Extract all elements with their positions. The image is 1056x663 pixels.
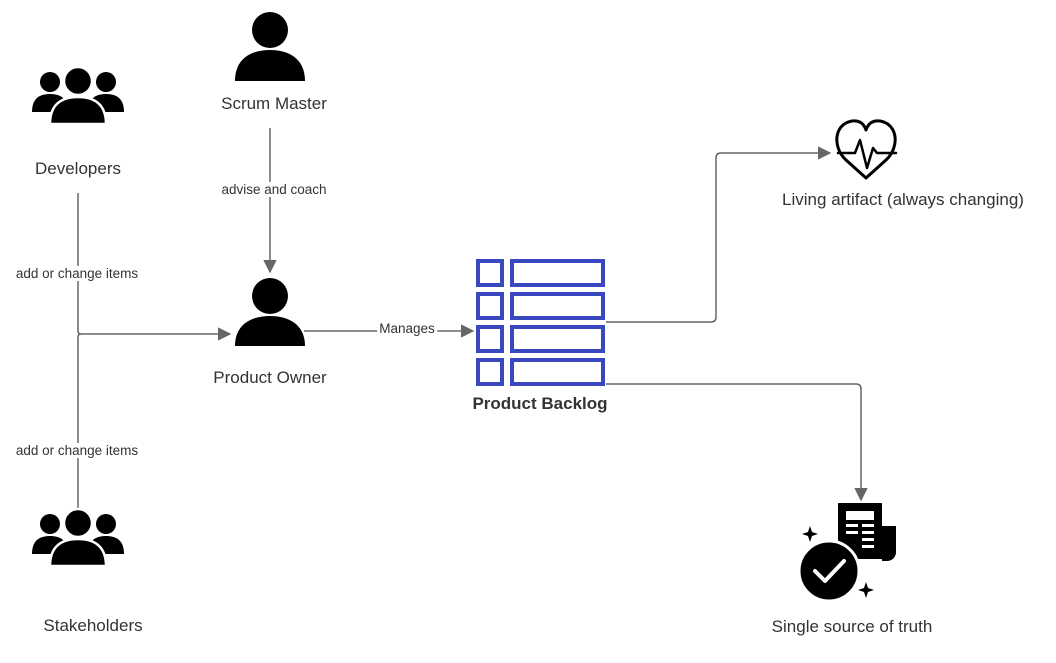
developers-label: Developers <box>35 159 121 178</box>
list-icon <box>476 259 605 386</box>
stakeholders-edge-label: add or change items <box>13 443 141 458</box>
advise-coach-edge-label: advise and coach <box>219 182 329 197</box>
single-source-label: Single source of truth <box>771 617 933 636</box>
person-icon <box>235 12 305 81</box>
scrum-master-label: Scrum Master <box>221 94 327 113</box>
manages-edge-label: Manages <box>377 321 437 336</box>
developers-edge-label: add or change items <box>13 266 141 281</box>
stakeholders-label: Stakeholders <box>43 616 143 635</box>
product-owner-label: Product Owner <box>213 368 327 387</box>
edge-backlog-to-single-source <box>606 383 868 502</box>
heart-pulse-icon <box>835 119 898 180</box>
product-backlog-label: Product Backlog <box>472 394 608 413</box>
document-check-icon <box>797 503 896 603</box>
people-group-icon <box>32 507 124 568</box>
people-group-icon <box>32 65 124 126</box>
connectors <box>77 128 868 508</box>
edge-backlog-to-living-artifact <box>606 146 832 323</box>
person-icon <box>235 278 305 346</box>
edge-stakeholders-to-product-owner <box>77 333 82 508</box>
living-artifact-label: Living artifact (always changing) <box>782 190 1024 209</box>
edge-developers-to-product-owner <box>77 193 232 341</box>
